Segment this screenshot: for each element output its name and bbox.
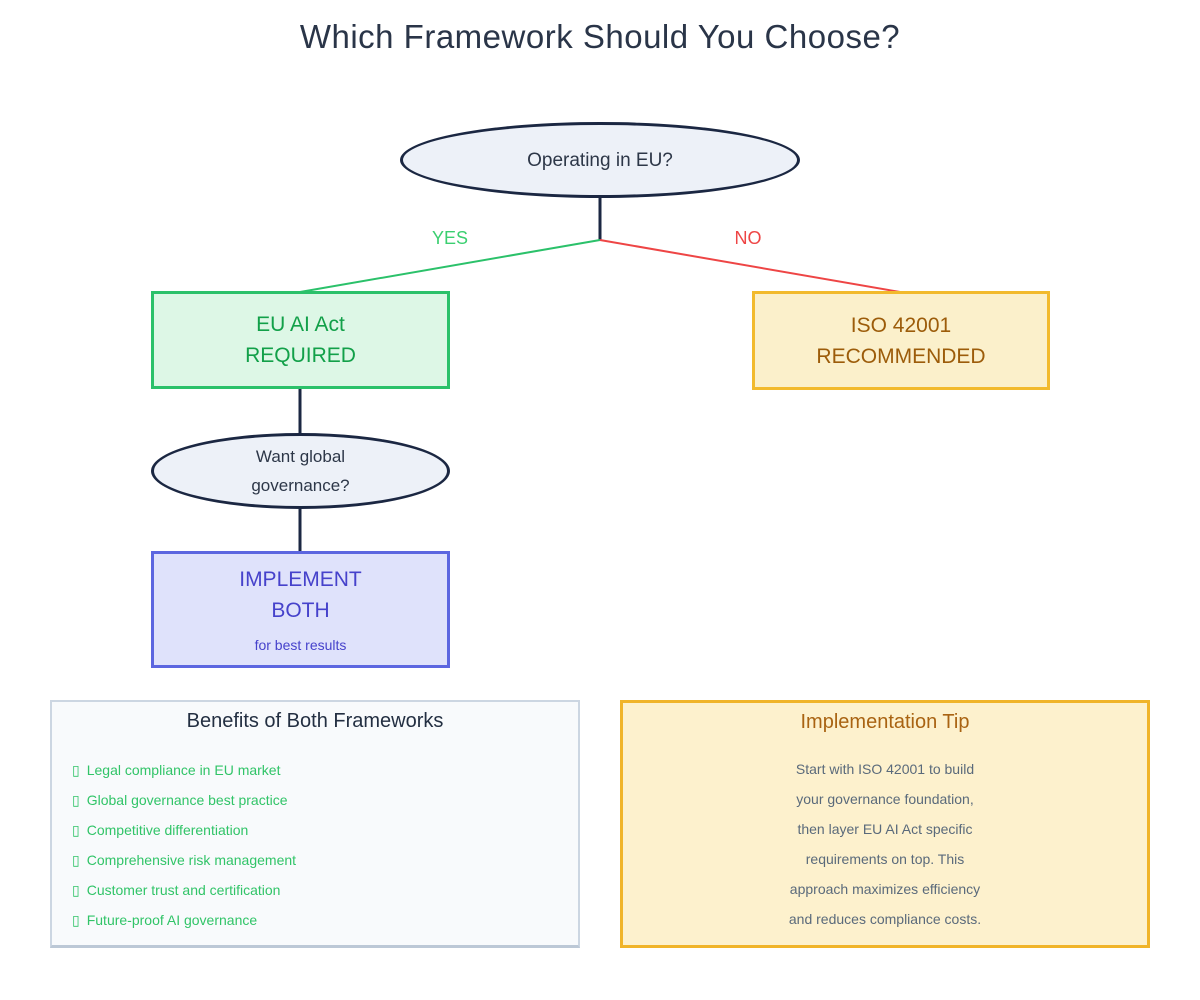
- benefit-item: ▯ Comprehensive risk management: [72, 845, 578, 875]
- benefits-list: ▯ Legal compliance in EU market ▯ Global g…: [52, 755, 578, 935]
- checkbox-glyph-icon: ▯: [72, 912, 80, 928]
- decision-want-global-governance: Want global governance?: [151, 433, 450, 509]
- node-implement-both: IMPLEMENT BOTH for best results: [151, 551, 450, 668]
- tip-line: requirements on top. This: [805, 851, 965, 867]
- tip-line: then layer EU AI Act specific: [797, 821, 973, 837]
- node-eu-ai-act-required: EU AI Act REQUIRED: [151, 291, 450, 389]
- tip-line: your governance foundation,: [796, 791, 974, 807]
- node-implement-both-line1: IMPLEMENT: [239, 567, 362, 591]
- tip-line: and reduces compliance costs.: [788, 911, 982, 927]
- benefit-item: ▯ Future-proof AI governance: [72, 905, 578, 935]
- benefit-item: ▯ Global governance best practice: [72, 785, 578, 815]
- tip-line: approach maximizes efficiency: [789, 881, 981, 897]
- benefit-item: ▯ Customer trust and certification: [72, 875, 578, 905]
- benefit-item: ▯ Competitive differentiation: [72, 815, 578, 845]
- branch-label-no: NO: [734, 228, 762, 248]
- checkbox-glyph-icon: ▯: [72, 822, 80, 838]
- branch-label-yes: YES: [431, 228, 469, 248]
- benefit-item-label: Comprehensive risk management: [86, 852, 297, 868]
- decision-want-global-line1: Want global: [255, 447, 346, 466]
- checkbox-glyph-icon: ▯: [72, 852, 80, 868]
- benefit-item: ▯ Legal compliance in EU market: [72, 755, 578, 785]
- decision-want-global-line2: governance?: [251, 476, 350, 495]
- benefits-panel-title: Benefits of Both Frameworks: [186, 710, 444, 732]
- implementation-tip-body: Start with ISO 42001 to build your gover…: [623, 754, 1147, 934]
- node-iso-42001-line1: ISO 42001: [850, 313, 952, 337]
- benefit-item-label: Competitive differentiation: [86, 822, 249, 838]
- benefit-item-label: Global governance best practice: [86, 792, 288, 808]
- node-iso-42001-recommended: ISO 42001 RECOMMENDED: [752, 291, 1050, 390]
- node-implement-both-line2: BOTH: [271, 598, 330, 622]
- benefit-item-label: Customer trust and certification: [86, 882, 281, 898]
- benefit-item-label: Legal compliance in EU market: [86, 762, 281, 778]
- node-iso-42001-line2: RECOMMENDED: [816, 344, 986, 368]
- page-title: Which Framework Should You Choose?: [299, 18, 901, 55]
- node-implement-both-subtitle: for best results: [254, 636, 347, 653]
- decision-operating-in-eu-label: Operating in EU?: [527, 149, 673, 171]
- checkbox-glyph-icon: ▯: [72, 792, 80, 808]
- benefits-panel: Benefits of Both Frameworks ▯ Legal compl…: [50, 700, 580, 948]
- tip-line: Start with ISO 42001 to build: [795, 761, 975, 777]
- checkbox-glyph-icon: ▯: [72, 762, 80, 778]
- decision-operating-in-eu: Operating in EU?: [400, 122, 800, 198]
- implementation-tip-title: Implementation Tip: [800, 711, 970, 733]
- checkbox-glyph-icon: ▯: [72, 882, 80, 898]
- node-eu-ai-act-line1: EU AI Act: [256, 313, 345, 336]
- node-eu-ai-act-line2: REQUIRED: [245, 344, 356, 367]
- benefit-item-label: Future-proof AI governance: [86, 912, 258, 928]
- implementation-tip-panel: Implementation Tip Start with ISO 42001 …: [620, 700, 1150, 948]
